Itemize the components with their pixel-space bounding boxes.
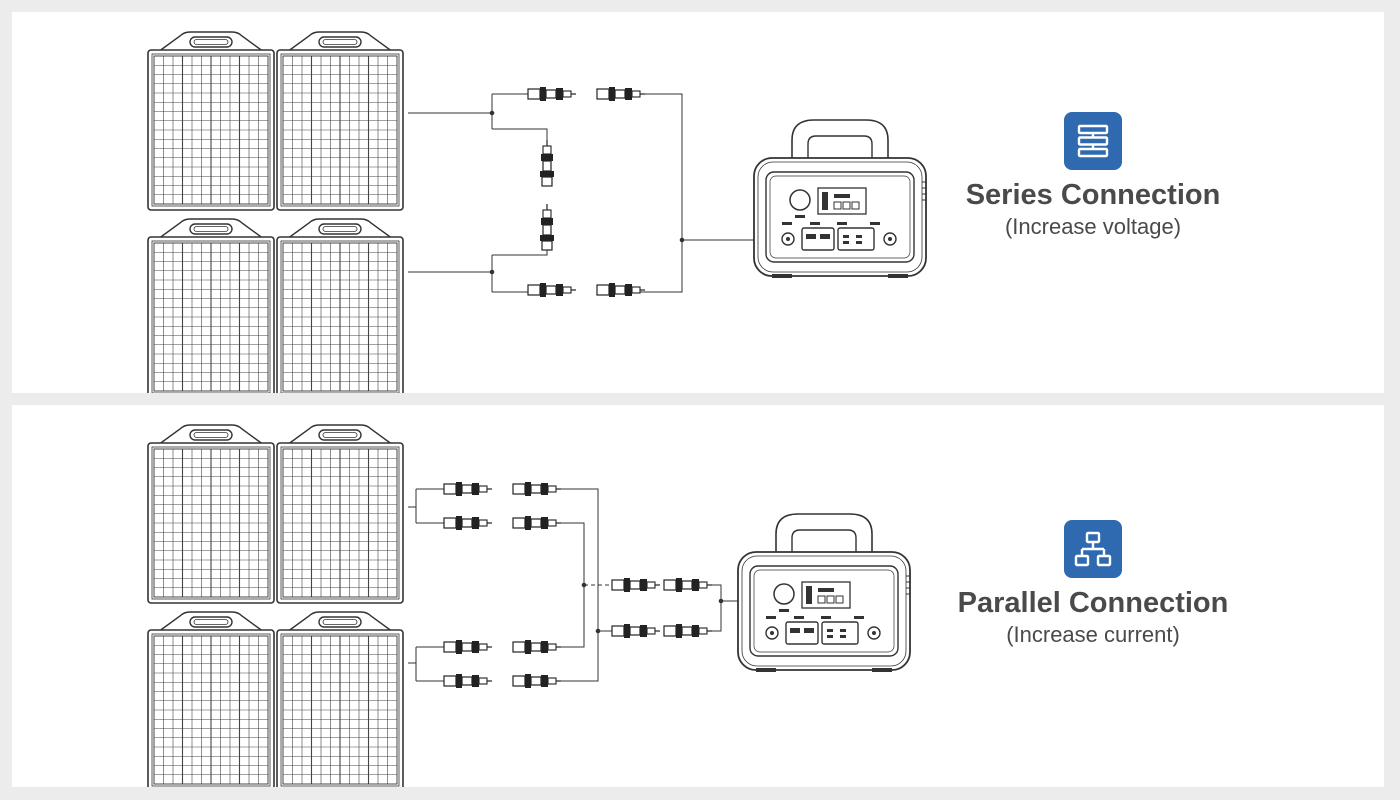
mc4-connector (540, 204, 554, 251)
solar-panel-top-right (276, 424, 404, 604)
parallel-connection-icon (1064, 520, 1122, 578)
series-panel: Series Connection (Increase voltage) (12, 12, 1384, 393)
mc4-connector (443, 516, 492, 530)
mc4-connector (512, 640, 561, 654)
mc4-connector (596, 283, 645, 297)
series-diagram (147, 31, 927, 393)
solar-panel-bottom-right (276, 218, 404, 393)
mc4-connector (443, 640, 492, 654)
solar-panel-bottom-right (276, 611, 404, 787)
parallel-diagram (147, 424, 911, 787)
solar-panel-top-left (147, 31, 275, 211)
mc4-connector (527, 283, 576, 297)
power-station (737, 513, 911, 672)
parallel-title: Parallel Connection (957, 587, 1229, 619)
parallel-panel: Parallel Connection (Increase current) (12, 405, 1384, 787)
series-title: Series Connection (965, 179, 1221, 211)
power-station (753, 119, 927, 278)
mc4-connector (512, 674, 561, 688)
parallel-subtitle: (Increase current) (1006, 622, 1180, 647)
mc4-connector (527, 87, 576, 101)
mc4-connector (611, 578, 660, 592)
solar-panel-top-left (147, 424, 275, 604)
series-connection-icon (1064, 112, 1122, 170)
mc4-connector (596, 87, 645, 101)
solar-panel-bottom-left (147, 611, 275, 787)
mc4-connector (540, 140, 554, 187)
mc4-connector (663, 624, 712, 638)
mc4-connector (611, 624, 660, 638)
mc4-connector (443, 674, 492, 688)
series-subtitle: (Increase voltage) (1004, 214, 1182, 239)
mc4-connector (663, 578, 712, 592)
series-label: Series Connection (Increase voltage) (923, 112, 1263, 242)
parallel-label: Parallel Connection (Increase current) (923, 520, 1263, 650)
mc4-connector (512, 516, 561, 530)
mc4-connector (443, 482, 492, 496)
mc4-connector (512, 482, 561, 496)
solar-panel-bottom-left (147, 218, 275, 393)
solar-panel-top-right (276, 31, 404, 211)
